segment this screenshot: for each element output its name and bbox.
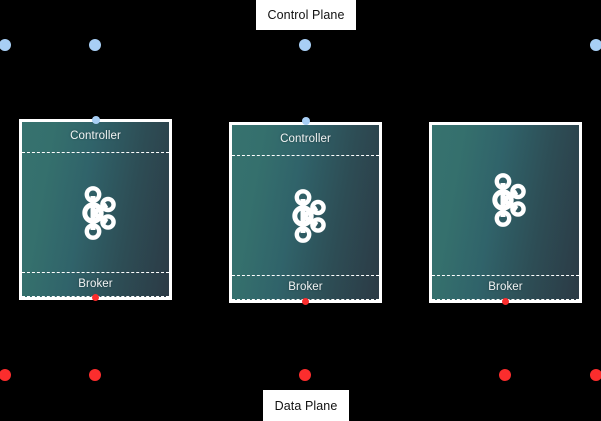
control-plane-dot-3[interactable] <box>299 39 311 51</box>
data-plane-dot-4[interactable] <box>499 369 511 381</box>
kafka-node-panel-1[interactable]: Controller Broker <box>19 119 172 300</box>
control-plane-label-box: Control Plane <box>256 0 356 30</box>
data-plane-dot-2[interactable] <box>89 369 101 381</box>
panel-3-logo-area <box>432 125 579 275</box>
panel-1-controller-section: Controller <box>22 122 169 153</box>
kafka-node-panel-2[interactable]: Controller Broker <box>229 122 382 303</box>
data-plane-dot-5[interactable] <box>590 369 601 381</box>
panel-1-logo-area <box>22 153 169 272</box>
data-plane-label-box: Data Plane <box>263 390 349 421</box>
panel-1-controller-label: Controller <box>70 130 121 143</box>
panel-2-logo-area <box>232 156 379 275</box>
kafka-logo-icon <box>291 188 326 243</box>
panel-3-broker-section: Broker <box>432 275 579 300</box>
data-plane-dot-1[interactable] <box>0 369 11 381</box>
control-plane-dot-2[interactable] <box>89 39 101 51</box>
panel-2-broker-port-dot[interactable] <box>302 298 309 305</box>
panel-2-controller-section: Controller <box>232 125 379 156</box>
panel-2-controller-port-dot[interactable] <box>302 117 310 125</box>
control-plane-dot-1[interactable] <box>0 39 11 51</box>
panel-2-controller-label: Controller <box>280 133 331 146</box>
panel-2-broker-section: Broker <box>232 275 379 300</box>
kafka-logo-icon <box>491 173 526 227</box>
data-plane-label: Data Plane <box>274 398 338 413</box>
kafka-node-panel-3[interactable]: Broker <box>429 122 582 303</box>
panel-1-broker-port-dot[interactable] <box>92 294 99 301</box>
panel-1-controller-port-dot[interactable] <box>92 116 100 124</box>
control-plane-dot-4[interactable] <box>590 39 601 51</box>
panel-3-broker-label: Broker <box>488 280 523 293</box>
control-plane-label: Control Plane <box>267 8 345 22</box>
panel-3-broker-port-dot[interactable] <box>502 298 509 305</box>
data-plane-dot-3[interactable] <box>299 369 311 381</box>
panel-2-broker-label: Broker <box>288 280 323 293</box>
kafka-logo-icon <box>81 185 116 240</box>
panel-1-broker-label: Broker <box>78 277 113 290</box>
